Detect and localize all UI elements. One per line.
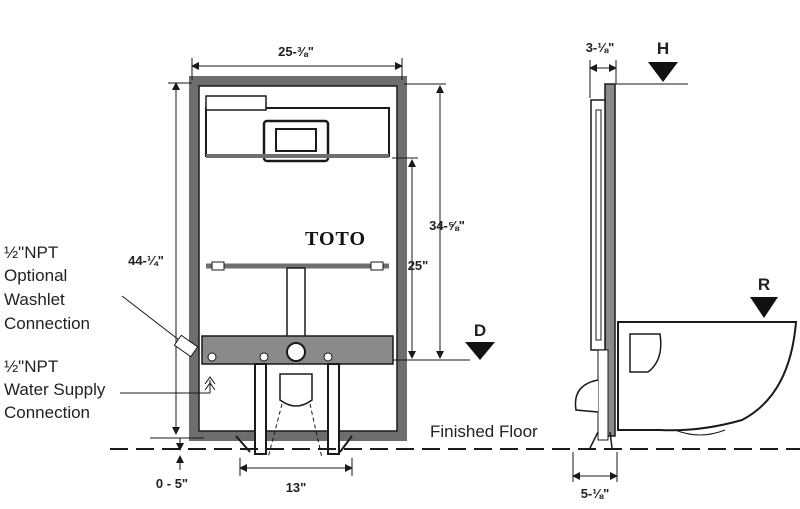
dim-base-depth: 5-⅛" <box>581 486 610 501</box>
side-lower-frame <box>597 349 609 441</box>
water-supply-callout-line-3: Connection <box>4 403 90 422</box>
washlet-fitting <box>173 334 199 358</box>
dim-floor-gap: 0 - 5" <box>156 476 188 491</box>
frame-outer <box>189 76 407 441</box>
flush-outlet <box>286 342 306 362</box>
washlet-callout-line-3: Washlet <box>4 290 65 309</box>
side-tank-inner <box>595 109 602 341</box>
marker-h: H <box>657 39 669 58</box>
supply-arrow-icon <box>204 376 216 391</box>
side-view: 3-⅛" 5-⅛" <box>572 40 798 501</box>
drain-hidden-lines <box>267 403 323 459</box>
brand-logo: TOTO <box>305 228 366 250</box>
supply-port <box>207 352 217 362</box>
h-marker-icon <box>648 62 678 82</box>
dim-frame-width: 25-⅜" <box>278 44 314 59</box>
marker-d: D <box>474 321 486 340</box>
bowl-base <box>674 429 726 436</box>
dim-mid-height: 25" <box>408 258 429 273</box>
washlet-callout-line-4: Connection <box>4 314 90 333</box>
dim-upper-height: 34-⅝" <box>429 218 465 233</box>
water-supply-leader <box>120 380 211 394</box>
anchor-hole-1 <box>259 352 269 362</box>
dim-leg-spacing: 13" <box>286 480 307 495</box>
r-marker-icon <box>750 297 778 318</box>
water-supply-callout-line-1: ½"NPT <box>4 357 58 376</box>
dim-frame-height: 44-¼" <box>128 253 164 268</box>
finished-floor-label: Finished Floor <box>430 422 538 441</box>
flush-pipe <box>286 267 306 339</box>
fill-valve-top <box>205 95 267 111</box>
leg-right <box>327 363 340 455</box>
mid-bracket-left <box>211 261 225 271</box>
dim-top-depth: 3-⅛" <box>586 40 615 55</box>
marker-r: R <box>758 275 770 294</box>
leg-left <box>254 363 267 455</box>
side-feet <box>589 431 613 449</box>
mid-bracket-right <box>370 261 384 271</box>
washlet-callout-line-2: Optional <box>4 266 67 285</box>
front-view: TOTO 25-⅜" 44-¼" 34-⅝" 25" 13" 0 - 5" <box>120 44 470 495</box>
washlet-callout-line-1: ½"NPT <box>4 243 58 262</box>
drain-elbow <box>279 373 313 407</box>
frame-inner-edge <box>198 85 398 432</box>
side-drain-bend <box>574 379 599 413</box>
water-supply-callout-line-2: Water Supply <box>4 380 106 399</box>
toilet-bowl <box>617 321 798 432</box>
toilet-seat-hinge <box>629 333 662 373</box>
anchor-hole-2 <box>323 352 333 362</box>
actuator-inner <box>275 128 317 152</box>
d-marker-icon <box>465 342 495 360</box>
side-tank <box>590 99 606 351</box>
